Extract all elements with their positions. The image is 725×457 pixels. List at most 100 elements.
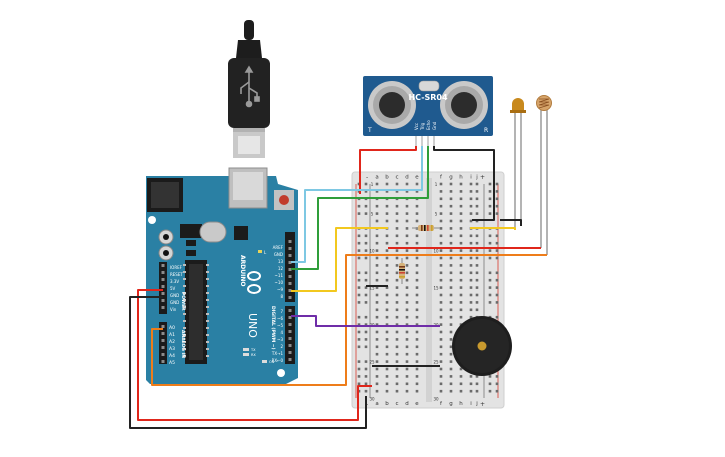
wire-echo-pin12[interactable] xyxy=(291,146,429,270)
wire-buzzer-signal[interactable] xyxy=(291,315,440,327)
rail-hole xyxy=(357,241,361,245)
wire-led-gnd[interactable] xyxy=(500,219,522,226)
wire-gnd[interactable] xyxy=(129,296,367,429)
sensor-pin-label-gnd: Gnd xyxy=(432,121,437,130)
breadboard-hole xyxy=(449,227,453,230)
on-led xyxy=(262,360,267,363)
wire-ldr-a0[interactable] xyxy=(151,254,547,386)
wires xyxy=(129,146,547,429)
breadboard-hole xyxy=(475,389,479,393)
photoresistor[interactable] xyxy=(536,95,552,256)
column-label: c xyxy=(395,175,398,181)
piezo-buzzer[interactable] xyxy=(452,316,512,376)
breadboard-hole xyxy=(475,256,479,260)
breadboard-hole xyxy=(395,389,399,393)
breadboard-hole xyxy=(475,286,479,289)
breadboard-hole xyxy=(449,345,453,349)
chip-leg xyxy=(206,278,209,280)
ultrasonic-sensor[interactable]: HC-SR04 T R Vcc Trig Echo Gnd xyxy=(363,76,493,146)
resistor-horizontal[interactable] xyxy=(412,225,440,231)
header-pin xyxy=(288,268,292,271)
column-label: e xyxy=(415,401,419,407)
breadboard-hole xyxy=(385,182,389,186)
led[interactable] xyxy=(510,98,526,230)
wire-trig-pin13[interactable] xyxy=(291,146,423,263)
breadboard-hole xyxy=(459,197,463,201)
breadboard-hole xyxy=(439,301,443,304)
breadboard-hole xyxy=(385,330,389,334)
pin-label-ioref: IOREF xyxy=(170,265,183,270)
breadboard-hole xyxy=(449,219,453,223)
breadboard-hole xyxy=(415,264,419,267)
breadboard-hole xyxy=(415,323,419,326)
chip-leg xyxy=(183,264,186,266)
rail-hole xyxy=(364,286,368,289)
breadboard-hole xyxy=(395,278,399,282)
breadboard-hole xyxy=(395,219,399,223)
breadboard-hole xyxy=(395,345,399,349)
header-pin xyxy=(288,289,292,292)
header-pin xyxy=(288,240,292,243)
pin-label-gnd-1: GND xyxy=(170,293,179,298)
breadboard-hole xyxy=(439,375,443,378)
breadboard-hole xyxy=(449,389,453,393)
chip-leg xyxy=(206,264,209,266)
breadboard-hole xyxy=(449,182,453,186)
breadboard-hole xyxy=(405,382,409,386)
wire-sensor-gnd[interactable] xyxy=(433,146,495,221)
wire-5v[interactable] xyxy=(137,289,359,421)
breadboard-hole xyxy=(469,212,473,215)
rail-hole xyxy=(357,360,361,363)
rail-hole xyxy=(488,375,492,378)
rail-hole xyxy=(357,323,361,326)
breadboard-hole xyxy=(415,219,419,223)
analog-in-label: ANALOG IN xyxy=(180,330,186,358)
row-number: 25 xyxy=(369,359,375,364)
breadboard-hole xyxy=(395,234,399,238)
sensor-pin-label-trig: Trig xyxy=(420,122,425,131)
chip-leg xyxy=(183,320,186,322)
breadboard-hole xyxy=(375,345,379,349)
rail-hole xyxy=(357,234,361,238)
l-led xyxy=(258,250,262,253)
breadboard-hole xyxy=(449,293,453,297)
resistor-vertical[interactable] xyxy=(399,258,405,284)
breadboard-hole xyxy=(405,293,409,297)
column-label: f xyxy=(440,175,443,181)
rail-hole xyxy=(495,256,499,260)
reset-button[interactable] xyxy=(279,195,289,205)
photoresistor-head xyxy=(536,95,552,111)
breadboard-hole xyxy=(459,204,463,208)
breadboard-hole xyxy=(475,278,479,282)
breadboard-hole xyxy=(385,352,389,356)
pin-label-3v3: 3.3V xyxy=(170,279,179,284)
voltage-regulator xyxy=(180,224,202,238)
rail-hole xyxy=(495,382,499,386)
wire-led-yellow[interactable] xyxy=(470,227,516,230)
breadboard-hole xyxy=(469,271,473,275)
breadboard-hole xyxy=(459,190,463,193)
pin-label-4: 4 xyxy=(280,330,283,335)
wire-sensor-vcc[interactable] xyxy=(359,146,417,194)
pin-label-a2: A2 xyxy=(169,339,175,345)
breadboard-hole xyxy=(385,219,389,223)
rail-hole xyxy=(364,234,368,238)
chip-leg xyxy=(183,299,186,301)
sensor-pins xyxy=(415,136,435,146)
column-label: j xyxy=(475,175,478,181)
arduino-board[interactable]: IOREF RESET 3.3V 5V GND GND Vin A0 A1 A2… xyxy=(146,167,298,384)
row-number: 5 xyxy=(371,211,374,216)
header-pin xyxy=(288,337,292,340)
breadboard-hole xyxy=(469,264,473,267)
wire-yellow-pin9[interactable] xyxy=(291,227,388,292)
breadboard-hole xyxy=(385,323,389,326)
breadboard-hole xyxy=(459,389,463,393)
breadboard-hole xyxy=(385,204,389,208)
column-label: h xyxy=(459,401,463,407)
rail-hole xyxy=(488,249,492,252)
rail-hole xyxy=(488,286,492,289)
breadboard-hole xyxy=(439,308,443,312)
chip-leg xyxy=(183,355,186,357)
rail-hole xyxy=(357,301,361,304)
breadboard-hole xyxy=(375,293,379,297)
